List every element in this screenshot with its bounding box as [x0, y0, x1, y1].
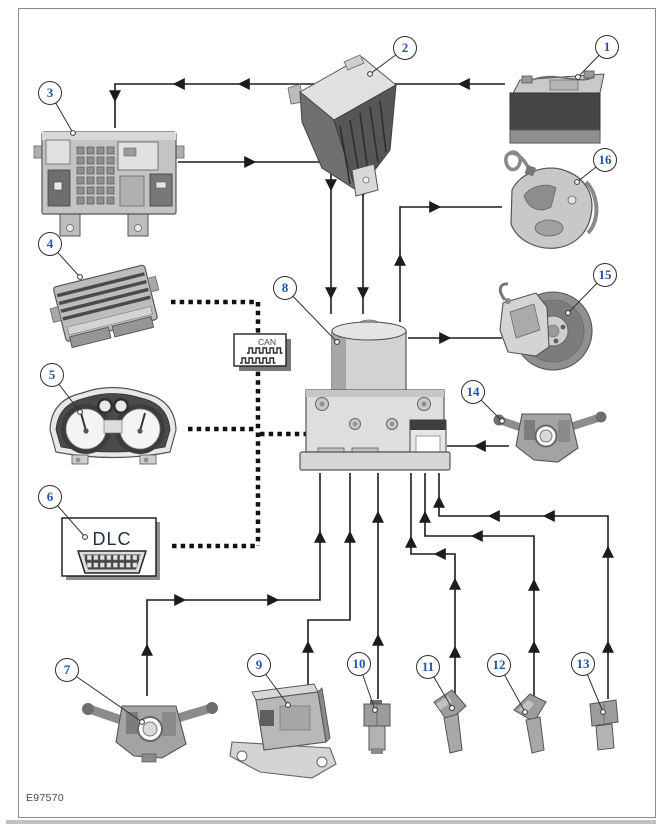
callout-7: 7 — [55, 658, 79, 682]
can-waveform — [247, 347, 283, 354]
module-bracket-illustration — [229, 683, 337, 779]
callout-16: 16 — [593, 148, 617, 172]
pcm-illustration — [49, 264, 160, 349]
central-junction-box-illustration — [33, 131, 185, 237]
callout-9: 9 — [247, 653, 271, 677]
frame-shadow — [6, 820, 656, 824]
callout-1: 1 — [595, 35, 619, 59]
wheel-speed-sensor-13-illustration — [589, 699, 619, 751]
can-bus-dashed-lines — [171, 299, 309, 549]
callout-15: 15 — [593, 263, 617, 287]
rear-brake-disc-illustration — [498, 282, 593, 371]
wheel-speed-sensor-11-illustration — [433, 689, 467, 754]
battery-illustration — [509, 70, 605, 144]
steering-column-switch-illustration — [82, 702, 218, 763]
engine-junction-box-illustration — [287, 54, 397, 197]
wheel-speed-sensor-12-illustration — [513, 693, 547, 754]
callout-13: 13 — [571, 652, 595, 676]
callout-3: 3 — [38, 81, 62, 105]
dlc-label: DLC — [92, 529, 131, 549]
can-waveform-2 — [240, 357, 276, 364]
dlc-connector-pins — [83, 554, 141, 570]
callout-6: 6 — [38, 485, 62, 509]
connection-lines — [109, 78, 614, 699]
callout-10: 10 — [347, 652, 371, 676]
callout-11: 11 — [416, 655, 440, 679]
callout-2: 2 — [393, 36, 417, 60]
figure-code: E97570 — [26, 792, 65, 804]
callout-8: 8 — [273, 276, 297, 300]
fuse-grid — [76, 146, 116, 206]
callout-4: 4 — [38, 232, 62, 256]
callout-5: 5 — [40, 363, 64, 387]
wheel-speed-sensor-10-illustration — [363, 700, 391, 754]
callout-14: 14 — [461, 380, 485, 404]
callout-12: 12 — [487, 653, 511, 677]
front-brake-caliper-illustration — [504, 150, 599, 249]
multifunction-switch-illustration — [493, 411, 607, 463]
instrument-cluster-illustration — [49, 386, 177, 465]
can-label: CAN — [258, 337, 276, 347]
abs-hcu-illustration — [299, 319, 451, 471]
can-node-box: CAN — [233, 333, 291, 371]
dlc-illustration: DLC — [61, 517, 160, 580]
